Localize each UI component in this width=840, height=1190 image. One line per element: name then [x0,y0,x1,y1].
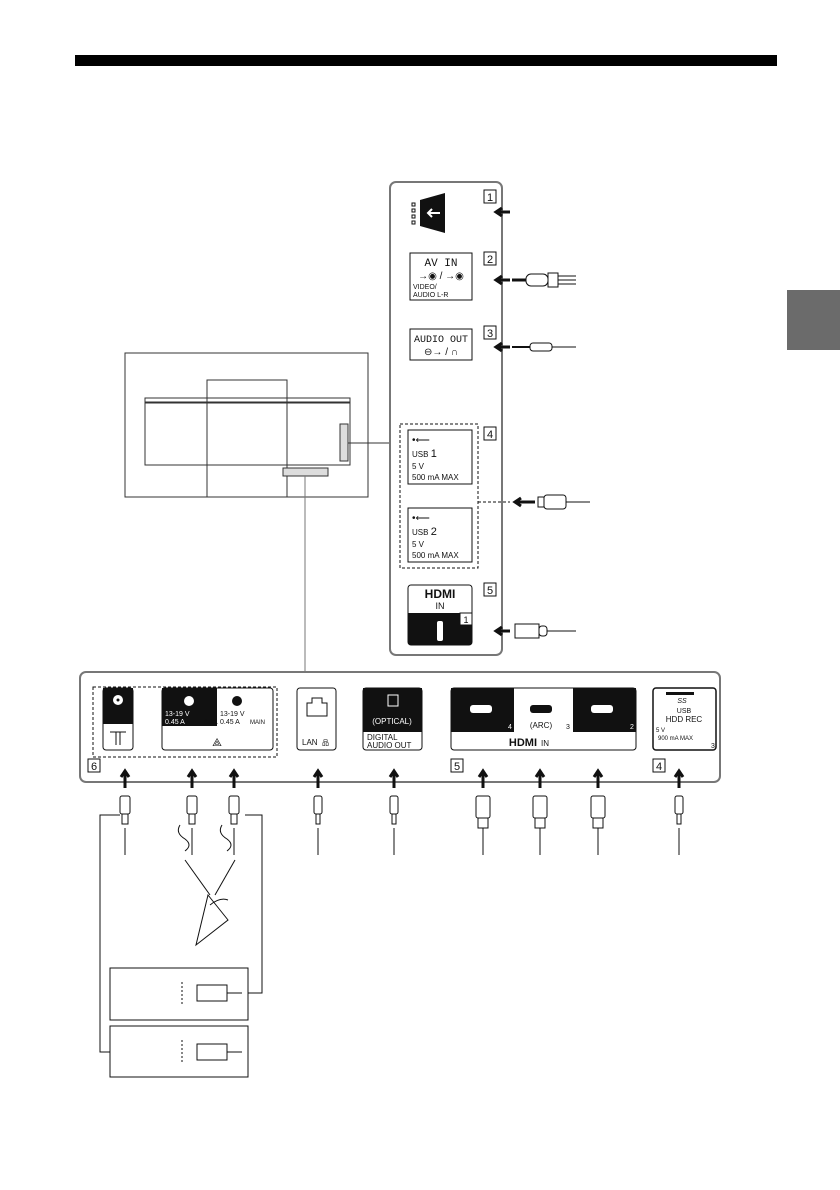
svg-text:500 mA MAX: 500 mA MAX [412,551,459,560]
svg-text:DIGITAL: DIGITAL [367,733,398,742]
svg-text:3: 3 [566,724,570,731]
svg-text:0.45 A: 0.45 A [220,719,240,726]
svg-text:MAIN: MAIN [250,720,265,726]
svg-text:0.45 A: 0.45 A [165,719,185,726]
svg-text:900 mA MAX: 900 mA MAX [658,736,693,742]
up-arrow [477,768,489,788]
usb-cable-icon [674,795,684,855]
lan-port: LAN 品 [296,687,337,751]
svg-text:AUDIO L-R: AUDIO L-R [413,292,448,299]
hdmi-cable-icon [514,623,576,639]
satellite-port: 13-19 V 0.45 A SUB. 13-19 V 0.45 A MAIN … [161,687,274,751]
svg-text:•⟵: •⟵ [412,435,430,446]
svg-text:5 V: 5 V [412,540,425,549]
svg-text:(ARC): (ARC) [530,721,553,730]
svg-text:USB: USB [677,708,692,715]
side-item-4-usb: 4 •⟵ USB 1 5 V 500 mA MAX •⟵ USB 2 5 V 5… [399,423,590,569]
up-arrow [119,768,131,788]
tv-rear-illustration [124,352,390,672]
antenna-connector-boxes [99,814,263,1078]
svg-text:•⟵: •⟵ [412,513,430,524]
hdmi-cable-icon [475,795,491,855]
svg-text:500 mA MAX: 500 mA MAX [412,473,459,482]
svg-text:⊖→ / ∩: ⊖→ / ∩ [424,347,458,358]
svg-text:1: 1 [463,615,468,625]
svg-text:HDMI: HDMI [425,587,456,601]
up-arrow [673,768,685,788]
hdmi-cable-icon [532,795,548,855]
up-arrow [186,768,198,788]
side-item-2-av-in: 2 AV IN →◉ / →◉ VIDEO/ AUDIO L-R [409,251,576,301]
svg-text:3: 3 [711,743,715,750]
f-cable-icon [186,795,198,855]
svg-text:AV IN: AV IN [424,258,457,270]
lan-cable-icon [313,795,323,855]
svg-text:2: 2 [630,724,634,731]
side-item-5-hdmi: 5 HDMI IN 1 [407,582,576,646]
f-cable-icon [228,795,240,855]
hdmi-cable-icon [590,795,606,855]
side-item-1: 1 [411,189,510,233]
network-icon: 品 [322,739,329,747]
svg-text:USB 2: USB 2 [412,526,437,538]
satellite-dish-illustration [177,824,236,947]
svg-text:HDMI: HDMI [509,737,537,749]
svg-text:VIDEO/: VIDEO/ [413,284,437,291]
svg-text:5 V: 5 V [412,462,425,471]
svg-text:5: 5 [454,761,460,773]
bottom-panel [79,671,721,783]
svg-text:13-19 V: 13-19 V [220,711,245,718]
svg-text:AUDIO OUT: AUDIO OUT [414,335,468,346]
svg-text:1: 1 [487,192,493,204]
side-panel [389,181,503,656]
satellite-dish-icon: ⟁ [212,737,222,749]
section-tab [787,290,840,350]
svg-text:5: 5 [487,585,493,597]
up-arrow [312,768,324,788]
usb3-hdd-rec-port: SS USB HDD REC 5 V 900 mA MAX 3 [652,687,717,751]
coax-cable-icon [119,795,131,855]
svg-text:IN: IN [436,601,445,611]
svg-text:LAN: LAN [302,738,318,747]
up-arrow [388,768,400,788]
svg-text:4: 4 [487,429,493,441]
optical-port: (OPTICAL) DIGITAL AUDIO OUT [362,687,423,751]
svg-text:USB 1: USB 1 [412,448,437,460]
svg-text:4: 4 [508,724,512,731]
headphone-cable-icon [512,342,576,352]
up-arrow [534,768,546,788]
svg-text:IN: IN [541,739,549,748]
svg-text:4: 4 [656,761,662,773]
svg-text:AUDIO OUT: AUDIO OUT [367,741,412,750]
svg-text:13-19 V: 13-19 V [165,711,190,718]
svg-text:5 V: 5 V [656,728,665,734]
svg-text:SS: SS [677,698,687,705]
usb-cable-icon [537,494,590,510]
av-cable-icon [512,272,576,288]
svg-text:2: 2 [487,254,493,266]
antenna-port [102,687,134,751]
connection-arrows [119,768,685,855]
side-item-3-audio-out: 3 AUDIO OUT ⊖→ / ∩ [409,325,576,361]
header-bar [75,55,777,66]
svg-text:(OPTICAL): (OPTICAL) [372,717,412,726]
svg-text:SUB.: SUB. [204,720,218,726]
up-arrow [228,768,240,788]
hdmi-ports: 4 (ARC) 3 2 HDMI IN [450,687,637,751]
svg-text:6: 6 [91,761,97,773]
svg-text:HDD REC: HDD REC [666,715,703,724]
up-arrow [592,768,604,788]
opt-cable-icon [389,795,399,855]
svg-text:→◉ / →◉: →◉ / →◉ [418,271,464,282]
svg-text:3: 3 [487,328,493,340]
